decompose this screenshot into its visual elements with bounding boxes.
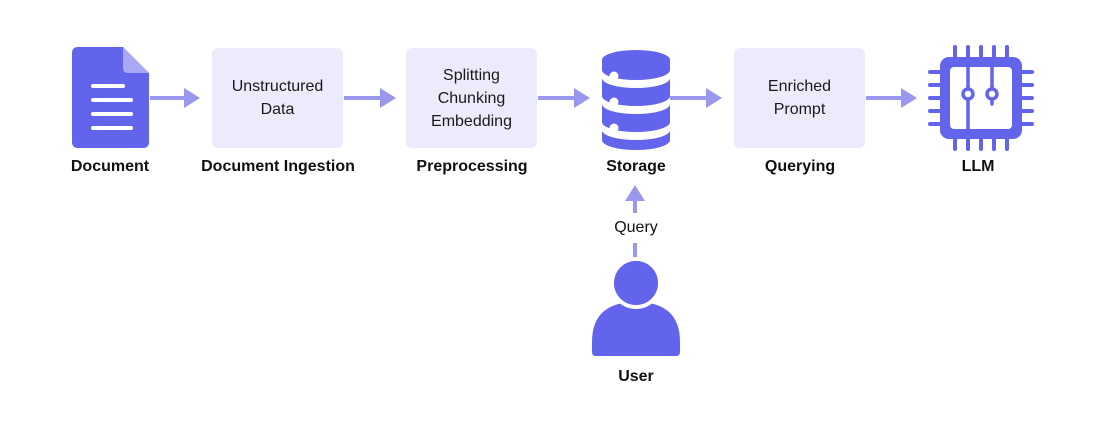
arrow-ingestion-to-preprocessing: [344, 88, 396, 108]
enriched-prompt-box: Enriched Prompt: [734, 48, 865, 148]
arrow-preprocessing-to-storage: [538, 88, 590, 108]
arrow-document-to-ingestion: [150, 88, 200, 108]
document-label: Document: [70, 158, 150, 175]
unstructured-data-text: Unstructured Data: [231, 78, 324, 118]
unstructured-data-box: Unstructured Data: [212, 48, 343, 148]
preprocessing-label: Preprocessing: [416, 158, 528, 175]
querying-label: Querying: [764, 158, 836, 175]
enriched-prompt-text: Enriched Prompt: [767, 78, 832, 118]
llm-label: LLM: [961, 158, 995, 175]
query-edge-label: Query: [614, 219, 658, 236]
preprocessing-box: Splitting Chunking Embedding: [406, 48, 537, 148]
storage-label: Storage: [606, 158, 666, 175]
preprocessing-text: Splitting Chunking Embedding: [431, 66, 512, 130]
arrow-querying-to-llm: [866, 88, 917, 108]
arrow-storage-to-querying: [670, 88, 722, 108]
user-label: User: [618, 368, 654, 385]
document-ingestion-label: Document Ingestion: [201, 158, 355, 175]
